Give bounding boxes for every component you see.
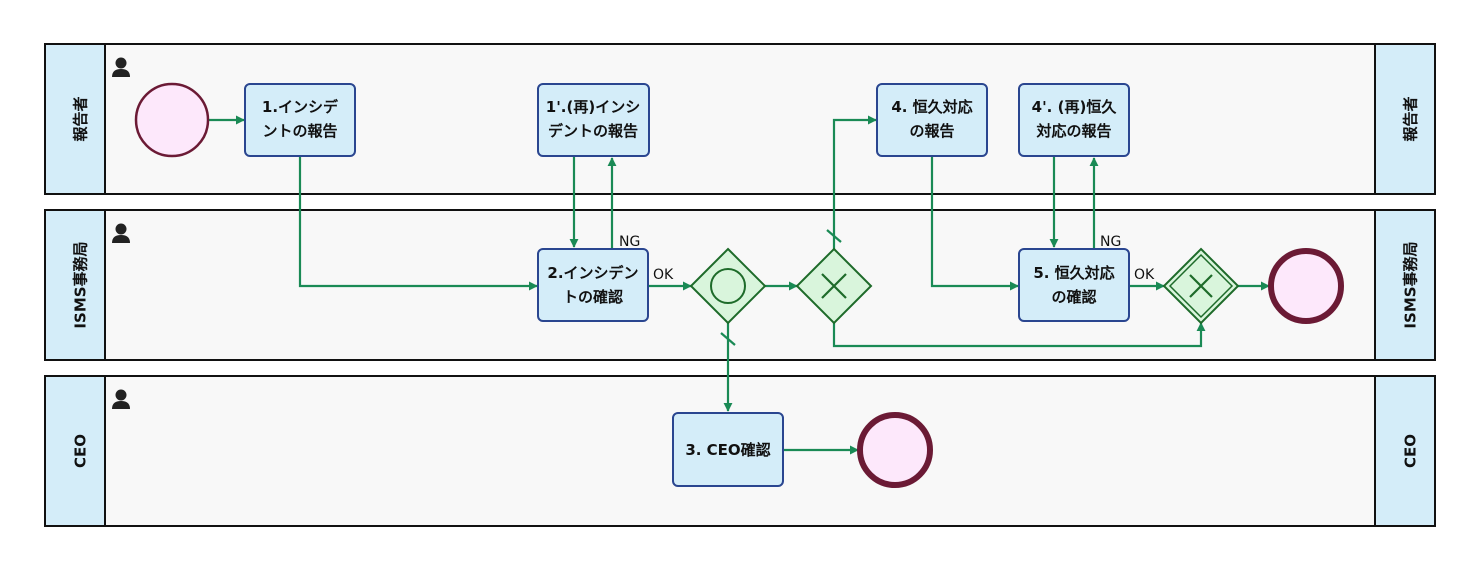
- lane-label: ISMS事務局: [1402, 241, 1420, 328]
- lane-header-right: [1374, 43, 1436, 195]
- lane-header-left: [44, 375, 106, 527]
- sequence-flows: [208, 115, 1270, 455]
- task-label-line: 2.インシデン: [547, 264, 638, 282]
- task-label-line: 1.インシデ: [262, 98, 339, 116]
- task-label-line: 4. 恒久対応: [891, 98, 972, 116]
- task-rereport-incident[interactable]: 1'.(再)インシ デントの報告: [537, 83, 650, 157]
- lane-label: CEO: [72, 434, 90, 468]
- flow-t4-to-t5: [930, 157, 1019, 291]
- task-label-line: デントの報告: [548, 122, 638, 140]
- x-gateway-icon[interactable]: [795, 247, 873, 325]
- task-label-line: ントの報告: [262, 122, 337, 140]
- lane-label: ISMS事務局: [72, 241, 90, 328]
- task-confirm-permanent-fix[interactable]: 5. 恒久対応 の確認: [1018, 248, 1130, 322]
- end-event[interactable]: [1268, 248, 1344, 324]
- task-ceo-confirm[interactable]: 3. CEO確認: [672, 412, 784, 487]
- lane-label: 報告者: [1402, 96, 1420, 141]
- task-confirm-incident[interactable]: 2.インシデン トの確認: [537, 248, 649, 322]
- task-label-line: トの確認: [563, 288, 623, 306]
- lane-header-left: [44, 43, 106, 195]
- flow-t1-to-t2: [298, 157, 538, 291]
- flow-gw2-to-t4: [832, 115, 877, 250]
- default-flow-marker: [826, 229, 842, 243]
- lane-header-left: [44, 209, 106, 361]
- end-event[interactable]: [857, 412, 933, 488]
- lane-label: CEO: [1402, 434, 1420, 468]
- lane-header-right: [1374, 375, 1436, 527]
- flow-label-ok: OK: [653, 267, 674, 283]
- task-label-line: の報告: [909, 122, 954, 140]
- default-flow-marker: [720, 332, 736, 346]
- lane-ceo: CEO CEO: [44, 375, 1436, 527]
- flow-label-ok: OK: [1134, 267, 1155, 283]
- lane-label: 報告者: [72, 96, 90, 141]
- task-report-incident[interactable]: 1.インシデ ントの報告: [244, 83, 356, 157]
- circle-gateway-icon[interactable]: [689, 247, 767, 325]
- flow-label-ng: NG: [1100, 234, 1121, 250]
- task-label-line: 5. 恒久対応: [1033, 264, 1114, 282]
- lane-header-right: [1374, 209, 1436, 361]
- task-label-line: 4'. (再)恒久: [1032, 98, 1118, 116]
- task-label-line: の確認: [1051, 288, 1096, 306]
- task-label-line: 1'.(再)インシ: [546, 98, 640, 116]
- task-report-permanent-fix[interactable]: 4. 恒久対応 の報告: [876, 83, 988, 157]
- task-label-line: 対応の報告: [1035, 122, 1111, 140]
- x-gateway-icon[interactable]: [1162, 247, 1240, 325]
- start-event[interactable]: [134, 82, 210, 158]
- flow-gw2-to-gw3: [832, 322, 1206, 348]
- flow-label-ng: NG: [619, 234, 640, 250]
- task-label-line: 3. CEO確認: [685, 441, 770, 459]
- task-rereport-permanent-fix[interactable]: 4'. (再)恒久 対応の報告: [1018, 83, 1130, 157]
